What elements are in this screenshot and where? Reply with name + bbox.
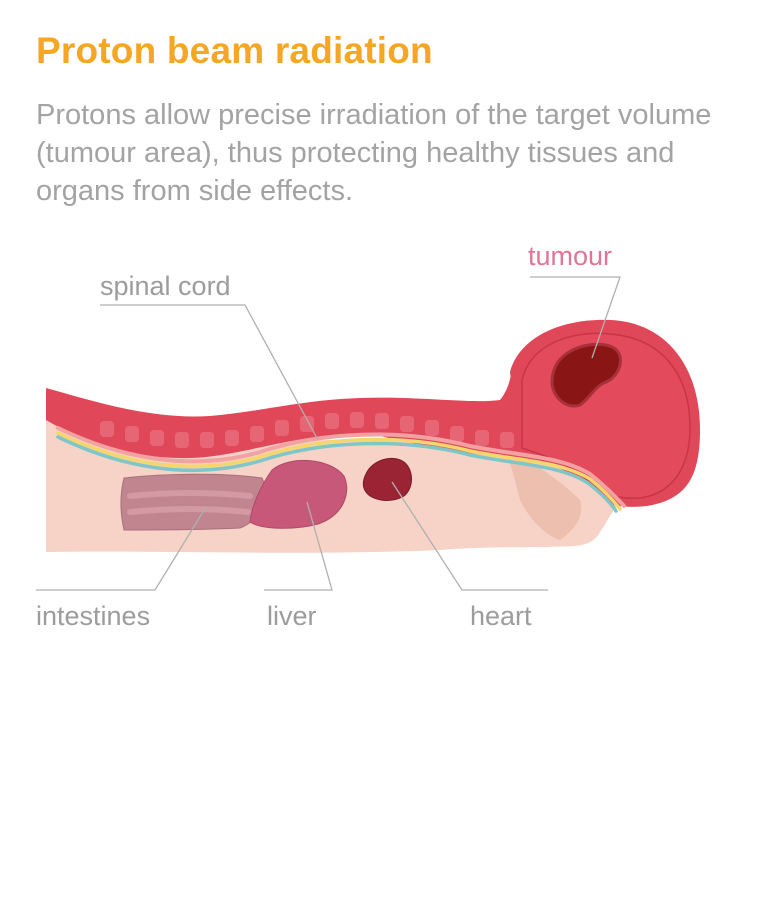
label-spinal-cord: spinal cord: [100, 271, 231, 301]
body-diagram: tumour spinal cord intestines liver hear…: [36, 241, 700, 631]
liver: [249, 459, 348, 529]
label-intestines: intestines: [36, 601, 150, 631]
label-liver: liver: [267, 601, 317, 631]
intestines-leader: [36, 506, 207, 591]
neck-shadow: [505, 448, 582, 540]
heart: [362, 458, 412, 501]
intestines-folds: [127, 490, 253, 515]
tumour: [550, 342, 622, 408]
heart-leader: [391, 481, 548, 591]
spinal-cord-leader: [100, 304, 319, 441]
liver-leader: [264, 501, 333, 591]
vertebrae: [100, 412, 514, 448]
spinal-cord: [56, 426, 626, 513]
page-title: Proton beam radiation: [36, 30, 433, 71]
label-heart: heart: [470, 601, 532, 631]
intestines: [120, 473, 266, 531]
tumour-leader: [530, 276, 621, 359]
back-muscle: [46, 370, 520, 460]
page-subtitle: Protons allow precise irradiation of the…: [36, 99, 712, 207]
label-tumour: tumour: [528, 241, 612, 271]
